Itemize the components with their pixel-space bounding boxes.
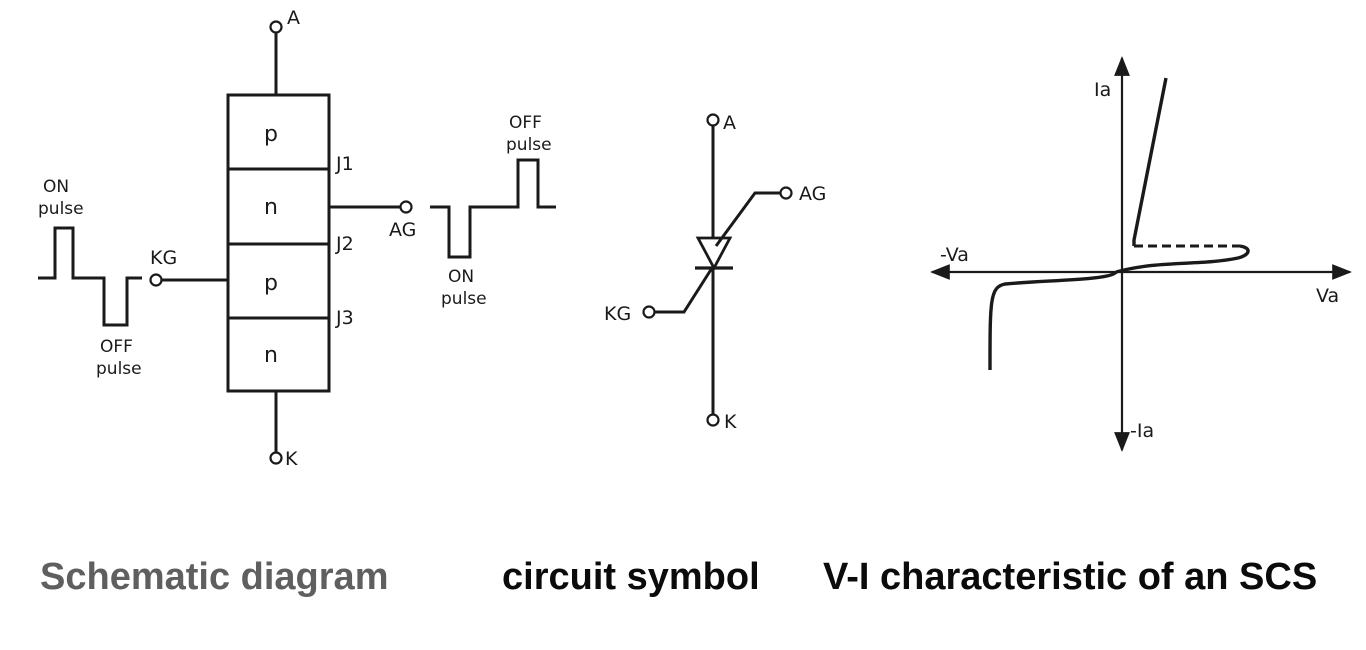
left-on-pulse-line-1: ON <box>43 177 69 197</box>
symbol-anode-terminal <box>706 113 720 127</box>
left-off-pulse-line-1: OFF <box>100 337 133 357</box>
vi-labels: Ia -Ia Va -Va <box>940 79 1339 442</box>
layer-3-label: p <box>264 271 278 296</box>
characteristic-caption: V-I characteristic of an SCS <box>823 556 1318 598</box>
diode-triangle <box>695 236 733 271</box>
anode-gate-terminal <box>399 200 413 214</box>
left-on-pulse-line-2: pulse <box>38 199 84 219</box>
cathode-terminal <box>269 451 283 465</box>
right-off-pulse-label: OFF pulse <box>506 113 552 155</box>
schematic-anode-label: A <box>287 7 300 29</box>
forward-blocking-curve <box>1115 244 1250 274</box>
va-label: Va <box>1316 285 1339 307</box>
symbol-cathode-label: K <box>724 411 737 433</box>
reverse-curve <box>988 270 1118 371</box>
symbol-anode-label: A <box>723 112 736 134</box>
schematic-kg-label: KG <box>150 247 177 269</box>
right-off-pulse-line-1: OFF <box>509 113 542 133</box>
left-off-pulse-line-2: pulse <box>96 359 142 379</box>
schematic-labels: A K KG AG p n p n J1 J2 J3 ON pulse OFF … <box>38 7 552 470</box>
junction-2-label: J2 <box>335 233 354 255</box>
junction-3-label: J3 <box>335 307 354 329</box>
right-on-pulse-label: ON pulse <box>441 267 487 309</box>
on-state-curve <box>1132 77 1168 246</box>
symbol-anode-gate-terminal <box>779 186 793 200</box>
symbol-kg-label: KG <box>604 303 631 325</box>
right-on-pulse-line-1: ON <box>448 267 474 287</box>
schematic-ag-label: AG <box>389 219 416 241</box>
schematic-diagram <box>38 20 556 465</box>
left-off-pulse-label: OFF pulse <box>96 337 142 379</box>
layer-4-label: n <box>264 343 278 368</box>
neg-va-label: -Va <box>940 244 969 266</box>
cathode-gate-terminal <box>149 273 163 287</box>
symbol-anode-gate-lead <box>714 191 780 247</box>
vi-characteristic <box>930 56 1352 452</box>
anode-terminal <box>269 20 283 34</box>
layer-1-label: p <box>264 122 278 147</box>
schematic-cathode-label: K <box>285 448 298 470</box>
junction-1-label: J1 <box>335 153 354 175</box>
left-on-pulse-label: ON pulse <box>38 177 84 219</box>
symbol-caption: circuit symbol <box>502 556 760 598</box>
right-off-pulse-line-2: pulse <box>506 135 552 155</box>
symbol-cathode-gate-lead <box>655 267 714 314</box>
neg-ia-label: -Ia <box>1130 420 1154 442</box>
symbol-cathode-terminal <box>706 413 720 427</box>
symbol-labels: A AG KG K <box>604 112 826 433</box>
schematic-caption: Schematic diagram <box>40 556 389 598</box>
cathode-gate-pulse-waveform <box>38 226 142 327</box>
layer-2-label: n <box>264 195 278 220</box>
right-on-pulse-line-2: pulse <box>441 289 487 309</box>
symbol-cathode-gate-terminal <box>642 305 656 319</box>
symbol-ag-label: AG <box>799 183 826 205</box>
ia-label: Ia <box>1094 79 1111 101</box>
circuit-symbol <box>642 113 793 427</box>
anode-gate-pulse-waveform <box>430 158 556 259</box>
